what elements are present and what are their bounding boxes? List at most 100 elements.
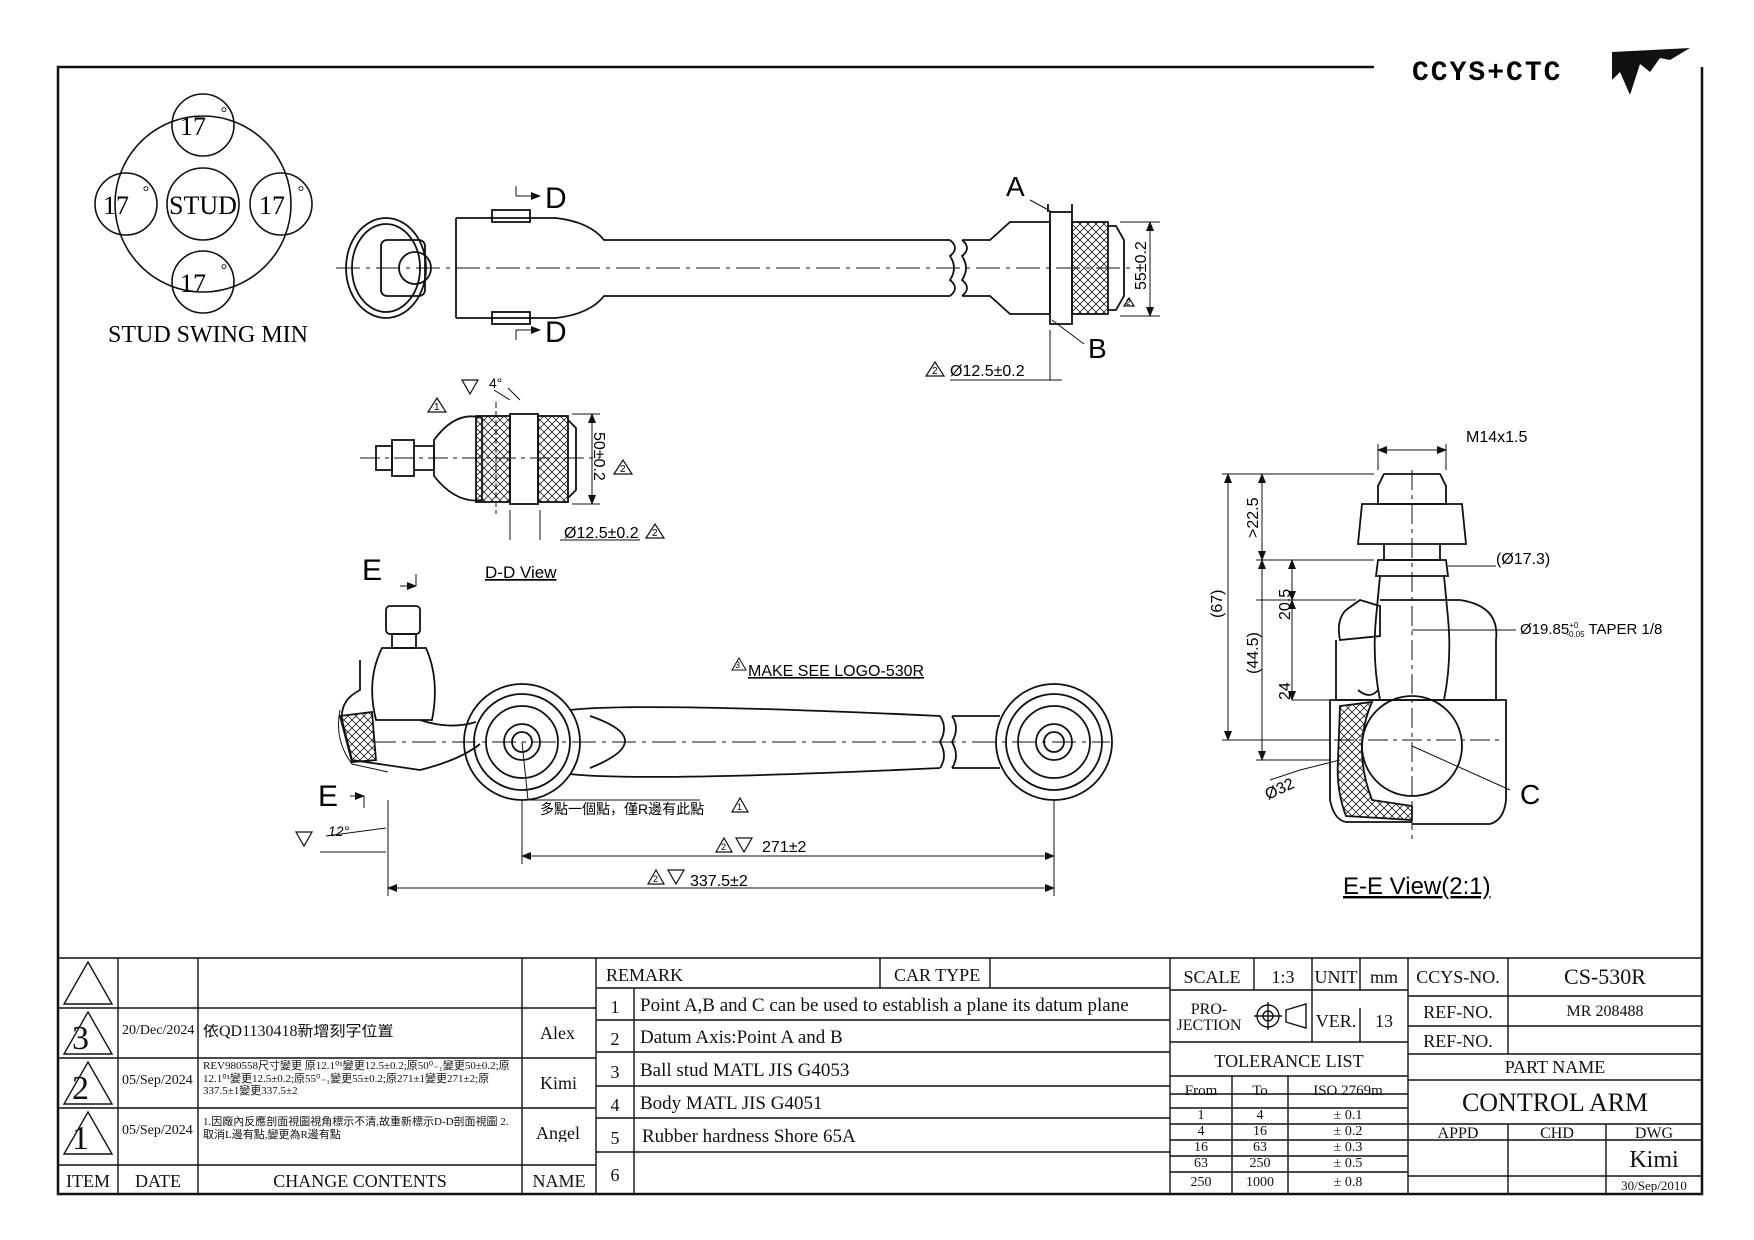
dd-view-caption: D-D View: [485, 563, 557, 582]
projection-symbol: [1254, 1002, 1307, 1030]
section-marker-d-bottom: D: [545, 316, 567, 349]
title-block-grid: [58, 957, 1702, 1194]
rev-name: Alex: [540, 1024, 575, 1042]
tol-value: ± 0.8: [1333, 1176, 1363, 1190]
degree-mark-bottom: °: [221, 262, 227, 279]
front-view: [338, 605, 1113, 801]
dim-diameter-12-5: Ø12.5±0.2: [950, 363, 1025, 380]
tol-value: ± 0.3: [1333, 1141, 1363, 1155]
rev-date: 05/Sep/2024: [122, 1124, 193, 1138]
rev-mark: 2: [653, 874, 658, 884]
rev-contents: REV980558尺寸變更 原12.1⁰¹變更12.5±0.2;原50⁰₋₁變更…: [203, 1060, 510, 1098]
tol-to: 1000: [1246, 1176, 1274, 1190]
tol-to: 4: [1256, 1109, 1264, 1123]
rev-triangle: [730, 796, 750, 813]
unit-value: mm: [1369, 968, 1398, 986]
rev-contents: 1.因廠內反應剖面視圖視角標示不清,故重新標示D-D剖面視圖 2.取消L邊有點,…: [203, 1116, 509, 1141]
tol-from: 16: [1194, 1141, 1208, 1155]
drawing-frame: [56, 65, 1704, 1196]
rev-mark: 2: [721, 842, 726, 852]
rev-mark: 1: [737, 802, 742, 812]
remark-no: 6: [610, 1166, 620, 1184]
ee-view-dimensions: [1222, 444, 1516, 791]
revision-triangles: [62, 960, 114, 1155]
rev-mark: 3: [735, 660, 740, 670]
tol-to: 63: [1253, 1141, 1267, 1155]
tol-value: ± 0.2: [1333, 1125, 1363, 1139]
surface-symbol: [734, 837, 754, 854]
rev-item: 2: [72, 1072, 89, 1106]
logo-note: MAKE SEE LOGO-530R: [748, 663, 924, 680]
car-type-label: CAR TYPE: [894, 966, 981, 984]
rev-mark: 1: [434, 402, 440, 413]
degree-mark-right: °: [298, 184, 304, 201]
tol-from: 4: [1197, 1125, 1205, 1139]
taper-main: Ø19.85: [1520, 621, 1569, 638]
ref-no-label: REF-NO.: [1423, 1032, 1493, 1050]
stud-swing-left: 17: [103, 191, 129, 220]
appd-label: APPD: [1437, 1126, 1479, 1142]
dim-55: 55±0.2: [1133, 241, 1150, 290]
projection-label: JECTION: [1176, 1018, 1242, 1034]
remark-text: Ball stud MATL JIS G4053: [640, 1061, 850, 1080]
ee-dim-32: Ø32: [1263, 775, 1298, 803]
remark-no: 2: [610, 1030, 620, 1048]
dwg-label: DWG: [1634, 1126, 1674, 1142]
tol-header-std: ISO 2769m: [1313, 1084, 1383, 1099]
taper-tol-upper: +0: [1569, 621, 1579, 630]
rev-contents: 依QD1130418新增刻字位置: [203, 1024, 394, 1040]
tol-value: ± 0.5: [1333, 1157, 1363, 1171]
degree-mark-left: °: [143, 184, 149, 201]
chd-label: CHD: [1540, 1126, 1574, 1142]
rev-triangle: [426, 396, 448, 413]
section-marker-e-top: E: [362, 554, 382, 587]
rev-triangle: [644, 522, 666, 539]
rev-header-name: NAME: [532, 1172, 586, 1190]
rev-mark: 2: [620, 464, 626, 475]
rev-date: 20/Dec/2024: [122, 1024, 195, 1038]
section-marker-d-top: D: [545, 182, 567, 215]
tol-from: 1: [1197, 1109, 1205, 1123]
ee-view: [1300, 470, 1507, 840]
ee-dim-44-5: (44.5): [1245, 632, 1262, 674]
remark-text: Rubber hardness Shore 65A: [642, 1127, 856, 1146]
rev-item: 1: [72, 1122, 89, 1156]
scale-value: 1:3: [1271, 968, 1295, 986]
point-c-label: C: [1520, 779, 1540, 810]
rev-triangle: [646, 868, 666, 885]
point-note: 多點一個點，僅R邊有此點: [540, 801, 704, 817]
tol-from: 63: [1194, 1157, 1208, 1171]
dd-view: [360, 402, 600, 514]
rev-triangle: [1122, 296, 1136, 307]
ccys-no-label: CCYS-NO.: [1416, 968, 1500, 986]
rev-item: 3: [72, 1022, 89, 1056]
part-name-label: PART NAME: [1504, 1058, 1606, 1076]
dwg-date: 30/Sep/2010: [1621, 1179, 1687, 1192]
rev-mark: 2: [652, 528, 658, 539]
tol-to: 16: [1253, 1125, 1267, 1139]
rev-header-item: ITEM: [66, 1172, 110, 1190]
taper-suffix: TAPER 1/8: [1585, 621, 1663, 638]
dd-dim-diameter: Ø12.5±0.2: [564, 525, 639, 542]
ee-dim-17-3: (Ø17.3): [1496, 551, 1550, 568]
dd-angle: 4°: [489, 375, 502, 391]
ref-no-value: MR 208488: [1566, 1004, 1644, 1020]
rev-triangle: [612, 458, 634, 475]
tol-header-to: To: [1252, 1084, 1268, 1099]
logo-text: CCYS+CTC: [1412, 58, 1562, 89]
remark-no: 5: [610, 1129, 620, 1147]
rev-name: Kimi: [540, 1074, 578, 1092]
remark-header: REMARK: [606, 966, 684, 984]
rev-date: 05/Sep/2024: [122, 1074, 193, 1088]
degree-mark-top: °: [221, 105, 227, 122]
remark-no: 3: [610, 1063, 620, 1081]
part-name-value: CONTROL ARM: [1461, 1090, 1649, 1116]
ee-dim-22-5: >22.5: [1245, 497, 1262, 538]
tol-to: 250: [1249, 1157, 1271, 1171]
dd-view-dimensions: [493, 387, 640, 541]
rev-name: Angel: [536, 1124, 580, 1142]
rev-triangle: [924, 360, 946, 377]
remark-no: 4: [610, 1096, 620, 1114]
ver-label: VER.: [1315, 1012, 1357, 1030]
